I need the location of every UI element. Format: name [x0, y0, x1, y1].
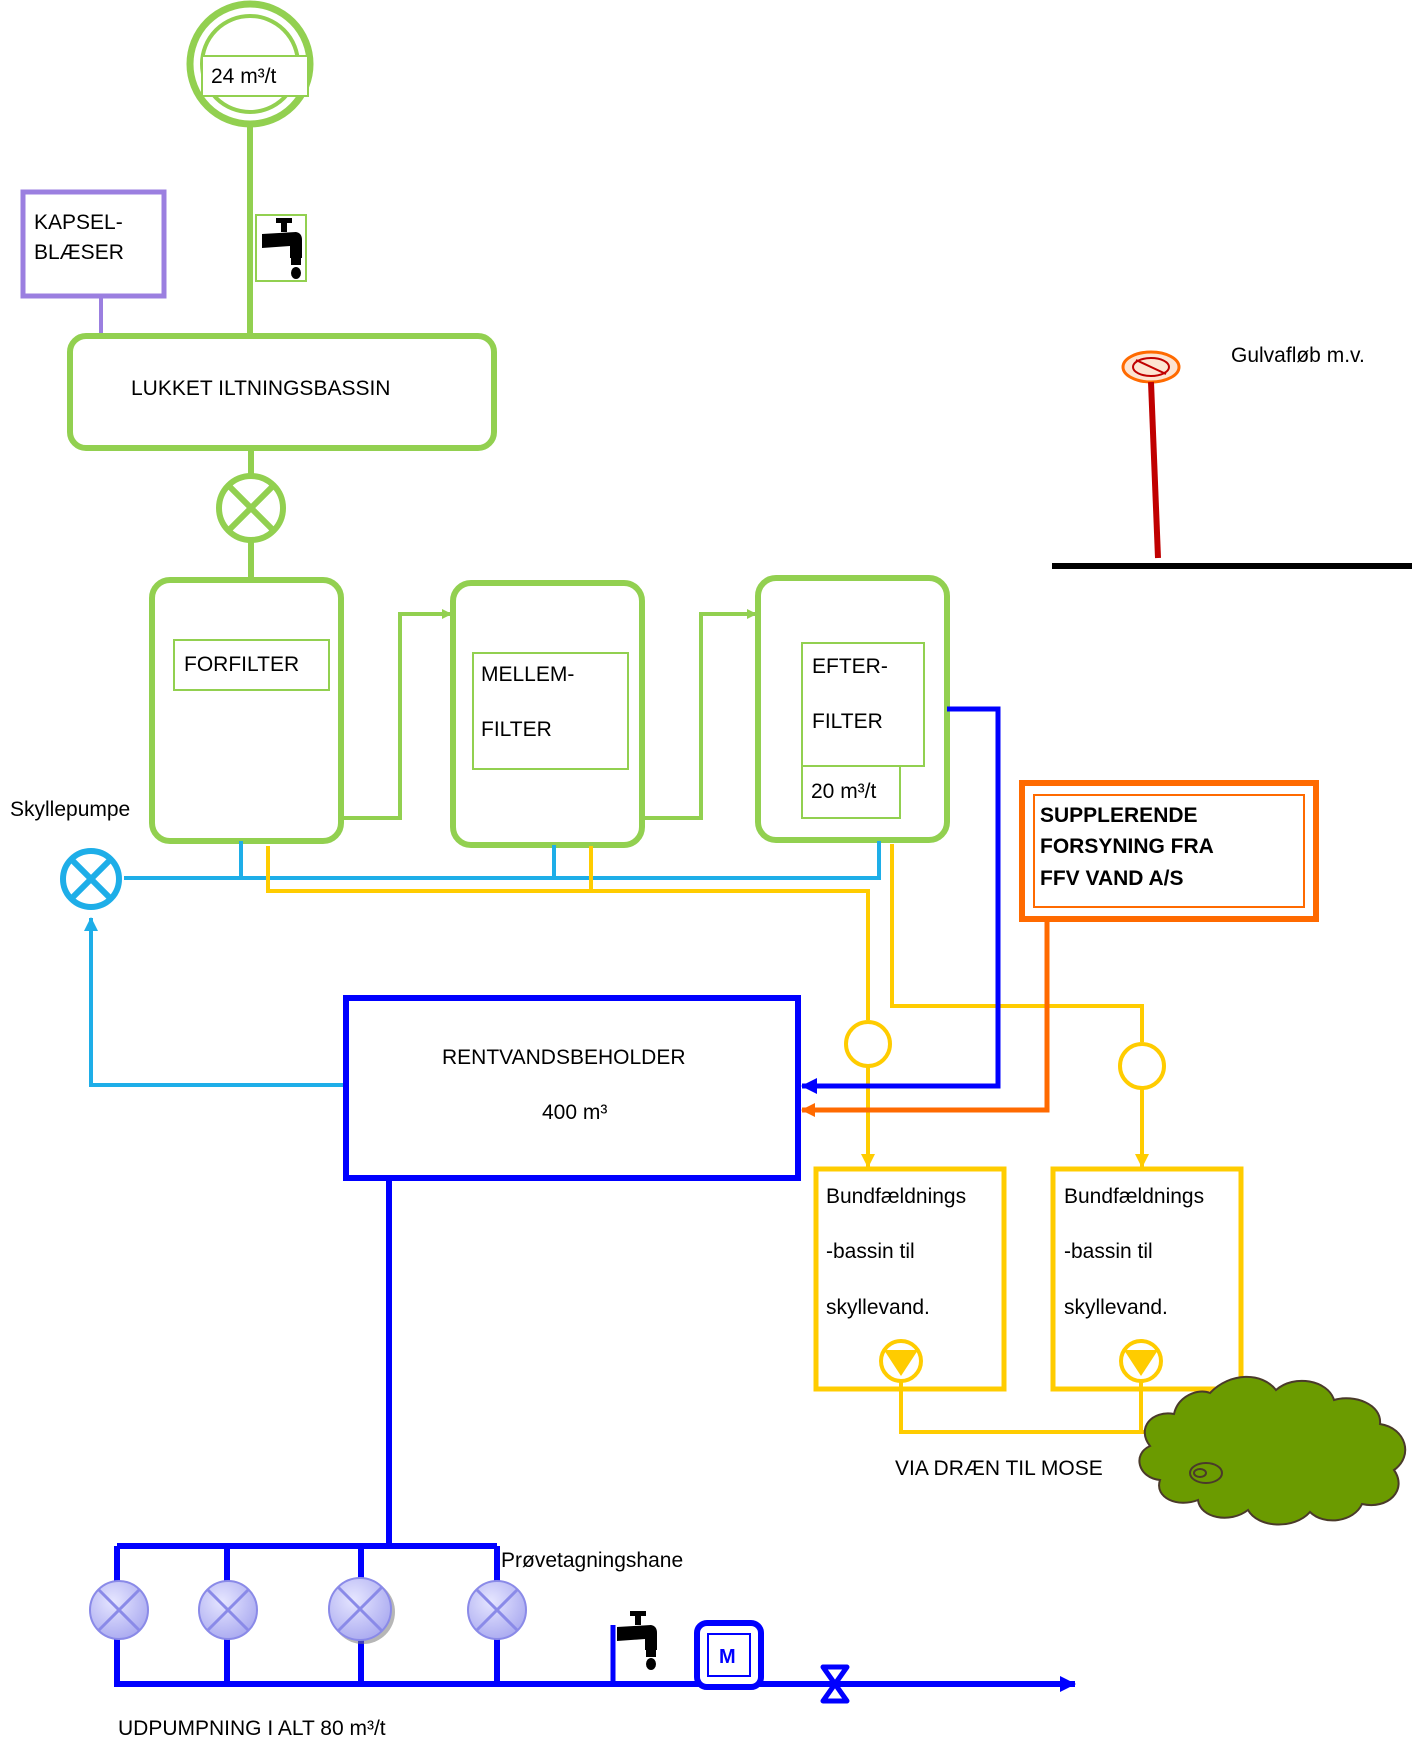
meter-label: M: [719, 1646, 736, 1668]
basin2-label-line2: -bassin til: [1064, 1240, 1153, 1263]
midfilter-label-box: [472, 652, 629, 770]
aeration-valve: [216, 473, 286, 543]
prefilter-label-box: [173, 639, 330, 691]
output-label: UDPUMPNING I ALT 80 m³/t: [118, 1717, 386, 1740]
supply-label-line1: SUPPLERENDE: [1040, 804, 1198, 827]
washwater-valve-2: [1118, 1042, 1166, 1090]
supply-label-line3: FFV VAND A/S: [1040, 867, 1184, 890]
basin1-label-line3: skyllevand.: [826, 1296, 930, 1319]
blower-box: [20, 189, 167, 299]
backwash-header: [124, 841, 881, 880]
pipe-prefilter-to-midfilter: [341, 609, 452, 820]
basin2-label-line1: Bundfældnings: [1064, 1185, 1205, 1208]
tap-icon: [255, 214, 307, 282]
aeration-basin-label: LUKKET ILTNINGSBASSIN: [131, 377, 391, 400]
blower-label-line2: BLÆSER: [34, 241, 124, 264]
afterfilter-to-reservoir-pipe: [801, 706, 1001, 1094]
basin1-label-line2: -bassin til: [826, 1240, 915, 1263]
supply-pipe: [801, 919, 1050, 1117]
washwater-valve-1: [844, 1020, 892, 1068]
distribution-pump-2[interactable]: [198, 1580, 258, 1640]
marsh-cloud: [1138, 1375, 1407, 1526]
pipe-midfilter-to-afterfilter: [642, 609, 757, 820]
prefilter-tank: [149, 577, 344, 844]
supplementary-supply-box: [1019, 780, 1319, 922]
inflow-meter: [186, 0, 314, 128]
afterfilter-rate-box: [801, 765, 901, 819]
aeration-basin: [67, 333, 497, 451]
drain-label: VIA DRÆN TIL MOSE: [895, 1457, 1103, 1480]
inflow-rate-label: 24 m³/t: [211, 65, 277, 88]
supply-label-line2: FORSYNING FRA: [1040, 835, 1214, 858]
afterfilter-label-line1: EFTER-: [812, 655, 888, 678]
washwater-pipe-2: [890, 844, 1144, 1042]
basin1-label-line1: Bundfældnings: [826, 1185, 967, 1208]
floor-drain-pipe: [1148, 381, 1161, 559]
gate-valve-icon[interactable]: [820, 1664, 850, 1704]
midfilter-label-line2: FILTER: [481, 718, 552, 741]
prefilter-label: FORFILTER: [184, 653, 300, 676]
reservoir-to-rinse-pump-pipe: [84, 917, 343, 1087]
sampling-tap-label: Prøvetagningshane: [501, 1549, 684, 1572]
water-meter: [694, 1620, 764, 1690]
blower-label-line1: KAPSEL-: [34, 211, 123, 234]
distribution-pump-1[interactable]: [89, 1580, 149, 1640]
midfilter-label-line1: MELLEM-: [481, 663, 575, 686]
floor-drain-icon: [1121, 350, 1181, 384]
basin2-label-line3: skyllevand.: [1064, 1296, 1168, 1319]
sampling-tap-icon[interactable]: [617, 1611, 657, 1670]
distribution-pump-3[interactable]: [328, 1577, 395, 1644]
afterfilter-label-line2: FILTER: [812, 710, 883, 733]
settling-pump-1: [879, 1339, 923, 1383]
washwater-pipe-1: [266, 846, 870, 1020]
clean-water-reservoir: [343, 995, 801, 1181]
settling-pump-2: [1119, 1339, 1163, 1383]
floor-drain-label: Gulvafløb m.v.: [1231, 344, 1365, 367]
reservoir-label: RENTVANDSBEHOLDER: [442, 1046, 686, 1069]
rinse-pump-label: Skyllepumpe: [10, 798, 131, 821]
reservoir-volume-label: 400 m³: [542, 1101, 608, 1124]
afterfilter-rate-label: 20 m³/t: [811, 780, 877, 803]
distribution-pump-4[interactable]: [467, 1580, 527, 1640]
rinse-pump[interactable]: [60, 848, 122, 910]
